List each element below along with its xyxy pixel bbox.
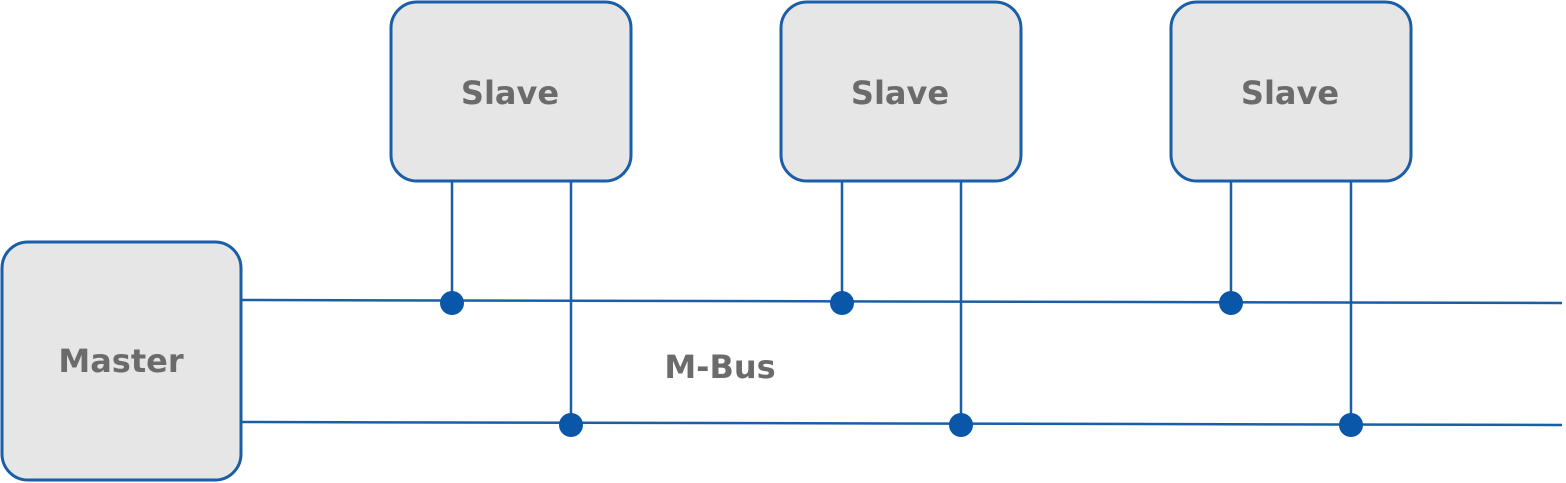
master-box — [0, 240, 243, 482]
bus-line-upper — [240, 298, 1563, 305]
junction-dot-slave-1-b — [559, 413, 583, 437]
junction-dot-slave-2-b — [949, 413, 973, 437]
slave-label-1: Slave — [461, 74, 559, 112]
slave-box-3 — [1169, 0, 1413, 183]
slave-label-3: Slave — [1241, 74, 1339, 112]
junction-dot-slave-1-a — [440, 291, 464, 315]
junction-dot-slave-2-a — [830, 291, 854, 315]
slave-box-1 — [389, 0, 633, 183]
master-node: Master — [0, 240, 243, 482]
slave-node-2: Slave — [779, 0, 1023, 183]
bus-line-lower — [240, 420, 1563, 427]
slave-node-1: Slave — [389, 0, 633, 183]
bus-label: M-Bus — [664, 348, 775, 386]
slave-label-2: Slave — [851, 74, 949, 112]
junction-dot-slave-3-b — [1339, 413, 1363, 437]
slave-box-2 — [779, 0, 1023, 183]
master-label: Master — [58, 342, 183, 380]
slave-node-3: Slave — [1169, 0, 1413, 183]
junction-dot-slave-3-a — [1219, 291, 1243, 315]
